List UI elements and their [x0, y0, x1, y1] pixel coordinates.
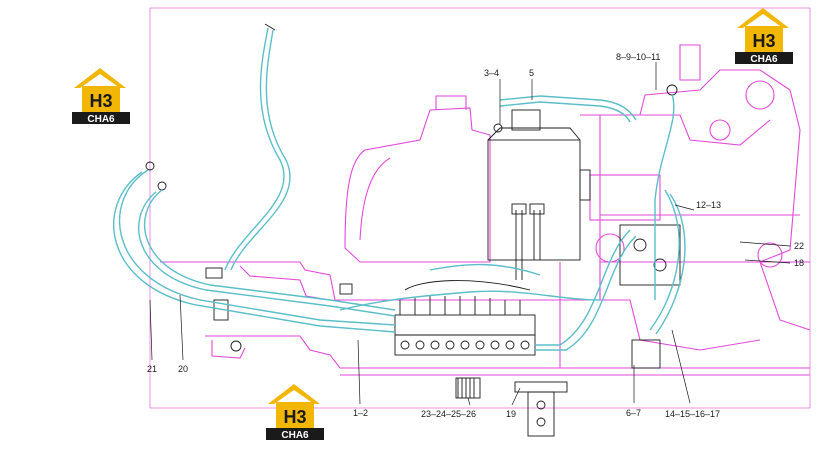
fitting-20	[205, 267, 223, 279]
logo-caption: CHA6	[750, 54, 778, 65]
black-components	[145, 23, 681, 437]
fitting-8-11	[666, 84, 678, 96]
logo-mark: H3	[283, 407, 306, 427]
label-14-17: 14–15–16–17	[665, 409, 720, 419]
pump-port-a	[633, 238, 647, 252]
logo-mark: H3	[752, 31, 775, 51]
label-6-7: 6–7	[626, 408, 641, 418]
gear-teeth	[457, 378, 475, 398]
gear-motor	[455, 377, 481, 399]
hose-20	[144, 189, 396, 311]
chassis-lower	[205, 335, 810, 369]
logo-mark-bg	[276, 402, 314, 428]
pivot-pin	[230, 340, 242, 352]
fitting-3-4	[493, 123, 503, 133]
logo-top-right: H3 CHA6	[735, 8, 793, 65]
label-1-2: 1–2	[353, 408, 368, 418]
tank-fitting-b	[529, 203, 545, 215]
logo-roof-icon	[74, 68, 126, 88]
hose-21	[118, 169, 396, 326]
hose-8-11	[654, 93, 675, 300]
hose-end-20	[157, 181, 167, 191]
logo-caption-bg	[266, 428, 324, 440]
logo-caption-bg	[72, 112, 130, 124]
rotary-joint-port-a	[536, 400, 546, 410]
rotary-joint-port-b	[536, 417, 546, 427]
bracket	[339, 283, 353, 295]
hose-14-17-b	[655, 193, 686, 335]
label-5: 5	[529, 68, 534, 78]
rotary-joint-flange	[514, 381, 568, 393]
engine-gear	[709, 119, 731, 141]
pump-filter	[631, 339, 661, 369]
hose-top-long-b	[230, 29, 291, 271]
hydraulic-hoses	[113, 27, 686, 351]
pump-port-b	[653, 258, 667, 272]
logo-mark-bg	[82, 86, 120, 112]
chassis-foot	[211, 340, 246, 359]
engine-stack	[679, 44, 701, 81]
rotary-joint-body	[527, 391, 555, 437]
right-flywheel	[757, 242, 783, 268]
label-18: 18	[794, 258, 804, 268]
engine-sump	[599, 262, 761, 351]
valve-top-hose	[404, 280, 531, 291]
hose-6-7-a	[535, 229, 631, 346]
label-23-26: 23–24–25–26	[421, 409, 476, 419]
hose-6-7-b	[535, 235, 637, 351]
hose-top-long-a	[224, 27, 285, 271]
engine-foot	[759, 261, 811, 331]
leader-lines	[149, 62, 791, 406]
hose-end-21	[145, 161, 155, 171]
tank-gauge	[579, 169, 591, 201]
filter-cap	[511, 109, 541, 131]
label-12-13: 12–13	[696, 200, 721, 210]
logo-bottom-center: H3 CHA6	[266, 384, 324, 441]
logo-top-left: H3 CHA6	[72, 68, 130, 125]
label-3-4: 3–4	[484, 68, 499, 78]
hose-5	[499, 95, 637, 121]
control-valve-ports	[399, 296, 521, 315]
tank-pipes	[515, 210, 541, 280]
label-20: 20	[178, 364, 188, 374]
frame-border	[149, 7, 811, 409]
logo-caption: CHA6	[281, 430, 309, 441]
top-hose-end	[264, 23, 276, 31]
hose-21-b	[113, 171, 396, 333]
callout-labels: 3–4 5 8–9–10–11 12–13 22 18 21 20 1–2 23…	[147, 52, 804, 419]
label-21: 21	[147, 364, 157, 374]
hose-14-17-a	[649, 189, 680, 331]
label-22: 22	[794, 241, 804, 251]
engine-top	[640, 114, 771, 146]
hose-tank-return	[429, 263, 541, 276]
logo-roof-icon	[268, 384, 320, 404]
hose-5-b	[499, 101, 631, 123]
logo-caption: CHA6	[87, 114, 115, 125]
fuel-tank	[344, 107, 491, 263]
hydraulic-tank-lid	[487, 127, 581, 141]
logo-mark-bg	[745, 26, 783, 52]
control-valve-spools	[400, 340, 530, 350]
hose-20-b	[137, 191, 396, 317]
engine-pulley	[745, 80, 775, 110]
tank-fitting-a	[511, 203, 527, 215]
fuel-tank-contour	[359, 157, 391, 241]
machine-frame	[149, 7, 811, 409]
logo-caption-bg	[735, 52, 793, 64]
label-19: 19	[506, 409, 516, 419]
logo-roof-icon	[737, 8, 789, 28]
logo-mark: H3	[89, 91, 112, 111]
tank-cap	[435, 95, 467, 110]
hydraulic-pump	[619, 224, 681, 286]
label-8-11: 8–9–10–11	[616, 52, 660, 62]
chassis-upper	[160, 261, 810, 301]
hose-return	[339, 290, 601, 311]
engine-block	[580, 69, 801, 263]
